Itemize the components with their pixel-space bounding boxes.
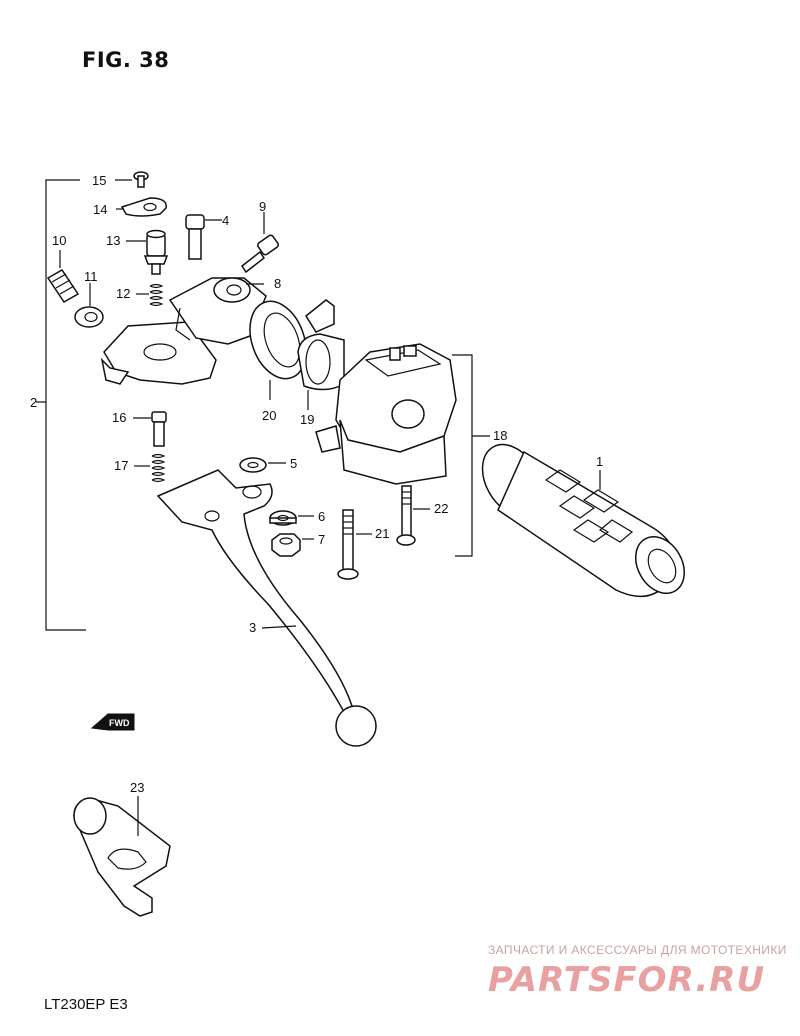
part-19-collar [297,299,345,410]
part-6-washer [269,510,314,526]
figure-title: FIG. 38 [82,48,170,72]
assembly-bracket-2 [36,179,86,631]
callout-23: 23 [130,780,144,795]
callout-14: 14 [93,202,107,217]
watermark-logo: PARTSFOR.RU [488,960,765,1000]
callout-22: 22 [434,501,448,516]
watermark-logo-text: PARTSFOR.RU [488,960,765,1000]
part-12-spring [136,283,164,307]
callout-17: 17 [114,458,128,473]
model-code: LT230EP E3 [44,996,128,1013]
part-20-ring [249,300,307,400]
callout-15: 15 [92,173,106,188]
part-17-spring [134,453,166,483]
callout-9: 9 [259,199,266,214]
part-13-cap [126,229,169,275]
part-15-screw [115,171,149,188]
callout-13: 13 [106,233,120,248]
part-7-nut [271,533,314,557]
callout-19: 19 [300,412,314,427]
part-16-pin [133,411,167,447]
callout-4: 4 [222,213,229,228]
callout-16: 16 [112,410,126,425]
part-18-switch-housing [315,343,457,485]
callout-20: 20 [262,408,276,423]
part-22-bolt [396,485,430,546]
assembly-bracket-18 [452,354,490,557]
callout-3: 3 [249,620,256,635]
fwd-badge-label: FWD [109,718,130,728]
part-1-grip [481,443,685,598]
callout-21: 21 [375,526,389,541]
callout-1: 1 [596,454,603,469]
part-21-bolt [337,509,372,580]
part-2-lever-holder [100,277,267,385]
callout-5: 5 [290,456,297,471]
part-10-cable-adjuster [46,250,80,303]
callout-12: 12 [116,286,130,301]
callout-11: 11 [84,269,98,284]
fwd-badge: FWD [90,713,135,731]
part-9-adjuster-screw [240,212,279,274]
part-4-bolt [185,214,222,260]
part-14-plate [116,197,167,217]
callout-7: 7 [318,532,325,547]
callout-labels: 15 14 13 4 9 10 11 12 8 2 20 19 18 16 17… [30,173,603,795]
callout-6: 6 [318,509,325,524]
callout-2: 2 [30,395,37,410]
part-3-lever [156,469,377,747]
part-11-locknut [74,283,104,328]
part-5-washer [239,457,286,473]
part-23-cable-guide [73,796,171,917]
callout-10: 10 [52,233,66,248]
callout-8: 8 [274,276,281,291]
watermark-subtitle: ЗАПЧАСТИ И АКСЕССУАРЫ ДЛЯ МОТОТЕХНИКИ [488,943,787,957]
callout-18: 18 [493,428,507,443]
